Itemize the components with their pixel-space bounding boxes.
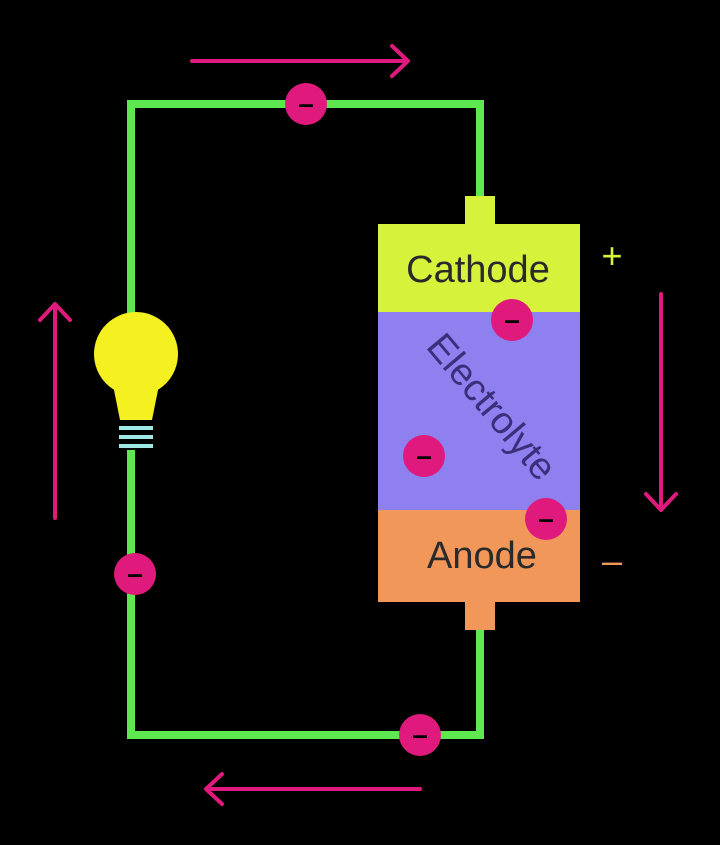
electrons: – – – – – – <box>114 83 567 756</box>
arrow-down-icon <box>644 292 678 512</box>
electron-symbol: – <box>504 304 520 335</box>
negative-sign: – <box>602 540 622 581</box>
bulb-base <box>119 426 153 448</box>
arrow-left-icon <box>204 772 422 806</box>
electron-icon: – <box>399 714 441 756</box>
bulb-neck <box>112 380 160 420</box>
light-bulb-icon <box>94 312 178 448</box>
electron-icon: – <box>525 498 567 540</box>
electrolyte-block <box>378 312 580 512</box>
arrow-right-icon <box>190 44 410 78</box>
electron-icon: – <box>285 83 327 125</box>
anode-label: Anode <box>427 535 537 577</box>
electron-symbol: – <box>538 503 554 534</box>
electron-symbol: – <box>412 719 428 750</box>
bulb-glass <box>94 312 178 396</box>
electron-symbol: – <box>416 440 432 471</box>
electron-icon: – <box>491 299 533 341</box>
electron-symbol: – <box>127 558 143 589</box>
cathode-terminal <box>465 196 495 226</box>
battery-cell: Cathode Electrolyte Anode <box>378 196 580 630</box>
electron-icon: – <box>403 435 445 477</box>
electron-icon: – <box>114 553 156 595</box>
current-arrows <box>38 44 678 806</box>
anode-terminal <box>465 600 495 630</box>
arrow-up-icon <box>38 302 72 520</box>
positive-sign: + <box>601 235 622 276</box>
cathode-label: Cathode <box>406 249 550 291</box>
cathode-block <box>378 224 580 314</box>
electron-symbol: – <box>298 88 314 119</box>
